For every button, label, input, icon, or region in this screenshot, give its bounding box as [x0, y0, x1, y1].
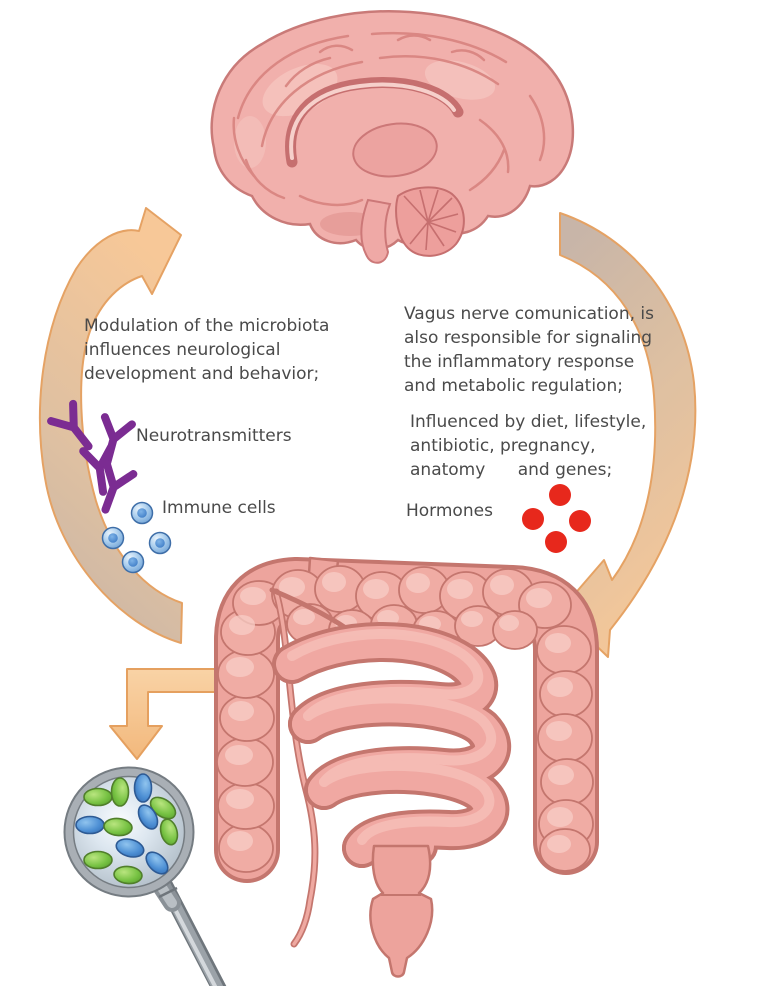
bacterium-green-icon	[83, 787, 113, 807]
bacterium-blue-icon	[137, 804, 159, 830]
bacterium-blue-icon	[115, 838, 145, 858]
immune-cell-icon	[121, 550, 145, 574]
antibody-y-icon	[101, 460, 138, 514]
gut-illustration	[214, 556, 599, 978]
antibody-y-icon	[100, 413, 136, 467]
magnifying-glass-icon	[63, 766, 227, 986]
hormone-dot-icon	[549, 484, 571, 506]
neurotransmitters-label: Neurotransmitters	[136, 426, 292, 446]
gut-to-microbiota-arrow	[109, 668, 225, 760]
immune-cell-icon	[101, 526, 125, 550]
vagus-nerve-paragraph: Vagus nerve comunication, is also respon…	[404, 304, 654, 396]
antibody-y-icon	[47, 399, 93, 451]
bacterium-green-icon	[159, 818, 179, 846]
antibody-y-icon	[79, 443, 115, 496]
immune-cells-label: Immune cells	[162, 498, 276, 518]
bacterium-green-icon	[110, 777, 130, 807]
neurotransmitter-icons	[47, 399, 138, 514]
bacterium-green-icon	[113, 865, 143, 885]
hormone-icons	[522, 484, 591, 553]
hormone-dot-icon	[569, 510, 591, 532]
bacterium-blue-icon	[145, 851, 169, 875]
immune-cell-icons	[101, 501, 172, 574]
bacterium-green-icon	[149, 796, 177, 820]
modulation-paragraph: Modulation of the microbiota influences …	[84, 316, 330, 384]
hormone-dot-icon	[522, 508, 544, 530]
hormones-label: Hormones	[406, 501, 493, 521]
bacteria-icons	[75, 773, 179, 885]
influenced-by-paragraph: Influenced by diet, lifestyle, antibioti…	[410, 412, 647, 480]
right-cycle-arrow	[559, 212, 697, 658]
immune-cell-icon	[130, 501, 154, 525]
hormone-dot-icon	[545, 531, 567, 553]
bacterium-blue-icon	[133, 773, 153, 803]
left-cycle-arrow	[38, 207, 183, 644]
immune-cell-icon	[148, 531, 172, 555]
bacterium-green-icon	[83, 850, 113, 870]
bacterium-green-icon	[103, 817, 133, 837]
brain-illustration	[210, 10, 575, 264]
bacterium-blue-icon	[75, 815, 105, 835]
